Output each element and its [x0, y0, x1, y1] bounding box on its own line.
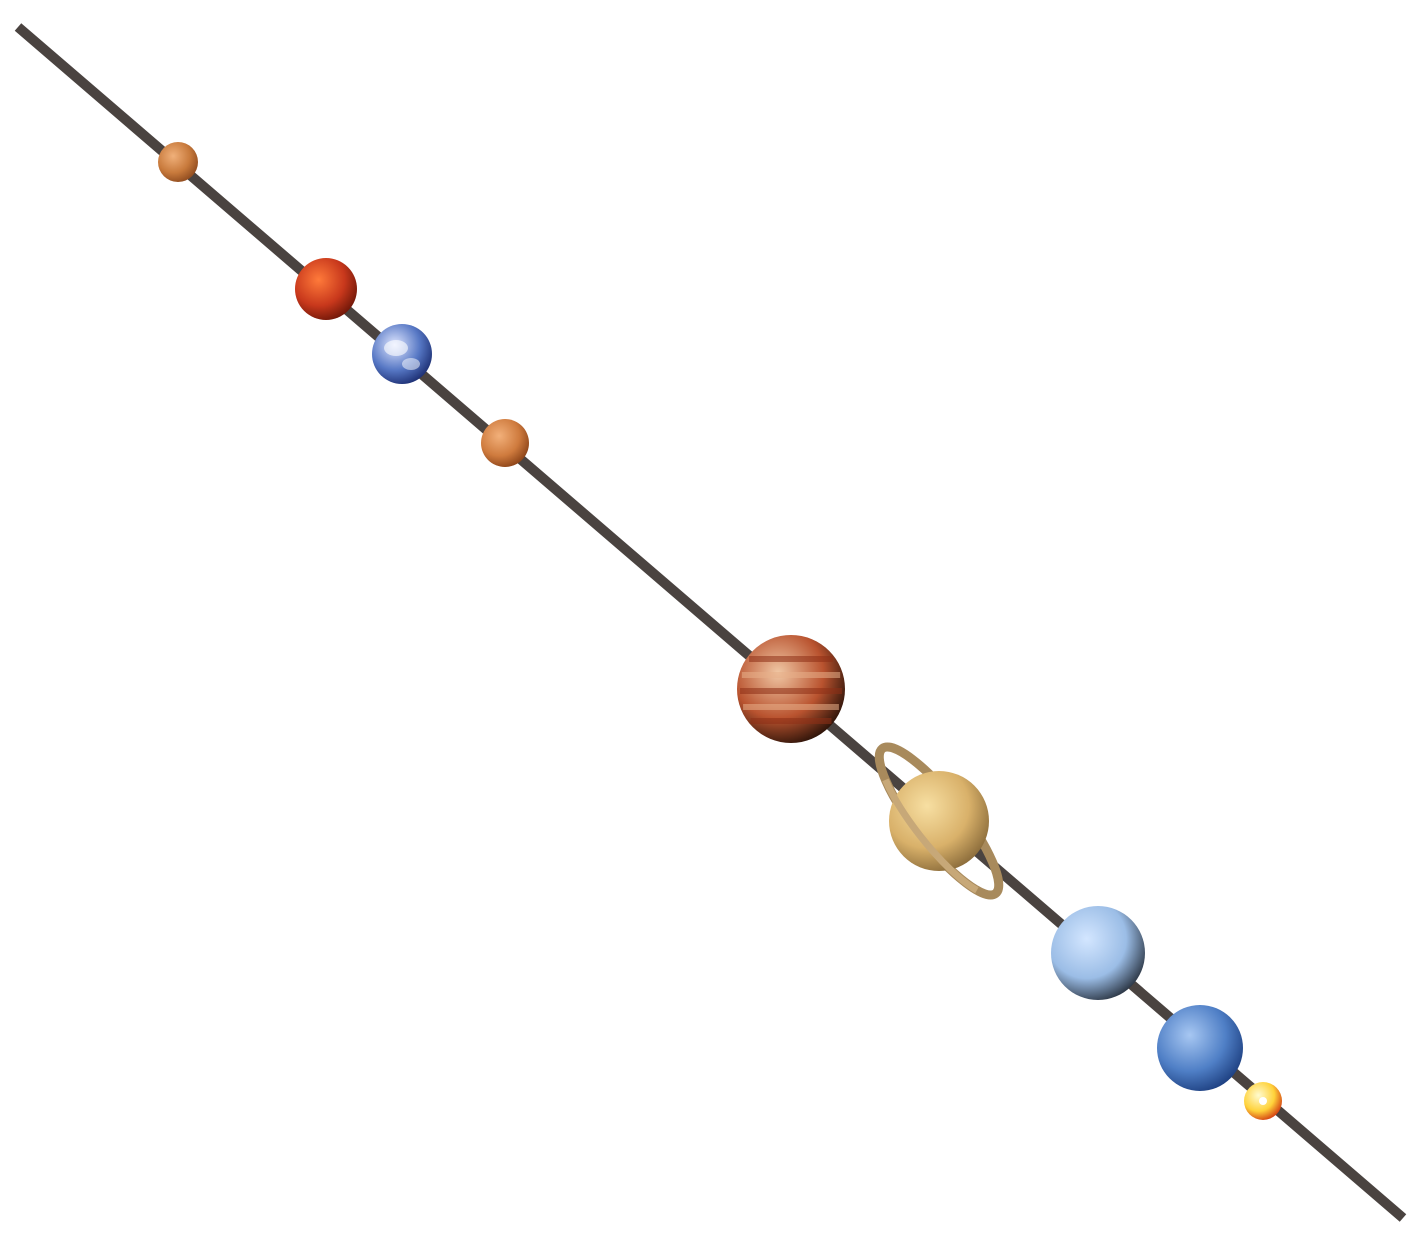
planet-venus	[295, 258, 357, 320]
planet-earth	[372, 324, 432, 384]
planet-uranus-body	[1051, 906, 1145, 1000]
planet-saturn	[874, 742, 1004, 900]
planet-mars	[481, 419, 529, 467]
planet-mars-body	[481, 419, 529, 467]
planet-neptune	[1157, 1005, 1243, 1091]
earth-cloud	[402, 358, 420, 370]
planets-group	[158, 142, 1282, 1120]
planet-mercury	[158, 142, 198, 182]
planet-saturn-body	[889, 771, 989, 871]
pluto-center	[1259, 1097, 1267, 1105]
planet-neptune-body	[1157, 1005, 1243, 1091]
earth-cloud	[384, 340, 408, 356]
saturn-ring-front	[875, 743, 1003, 899]
planet-mercury-body	[158, 142, 198, 182]
planet-venus-body	[295, 258, 357, 320]
planet-jupiter	[737, 635, 845, 743]
planet-uranus	[1051, 906, 1145, 1000]
planet-pluto	[1244, 1082, 1282, 1120]
